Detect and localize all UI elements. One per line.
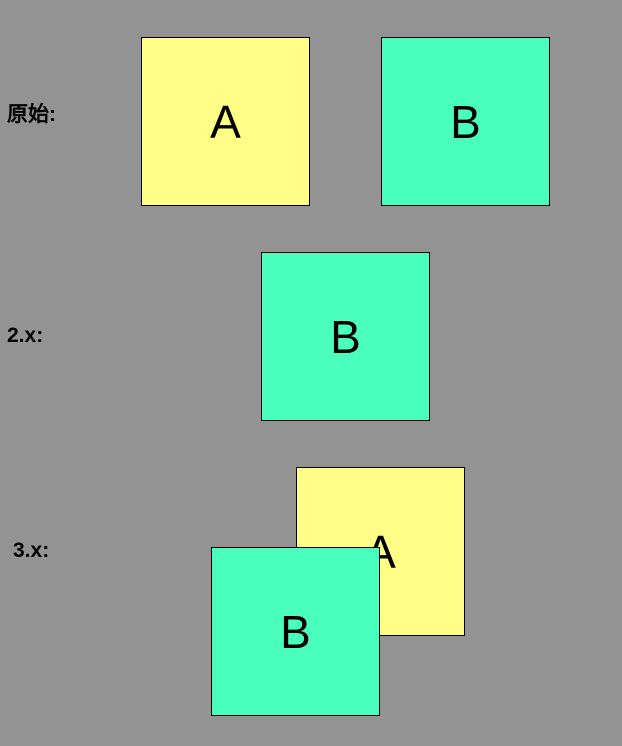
v2-box-b: B xyxy=(261,252,430,421)
row-label-v2: 2.x: xyxy=(7,324,44,347)
row-label-v3: 3.x: xyxy=(13,539,50,562)
row-label-original: 原始: xyxy=(7,103,56,126)
original-box-b: B xyxy=(381,37,550,206)
v3-box-b: B xyxy=(211,547,380,716)
original-box-a: A xyxy=(141,37,310,206)
